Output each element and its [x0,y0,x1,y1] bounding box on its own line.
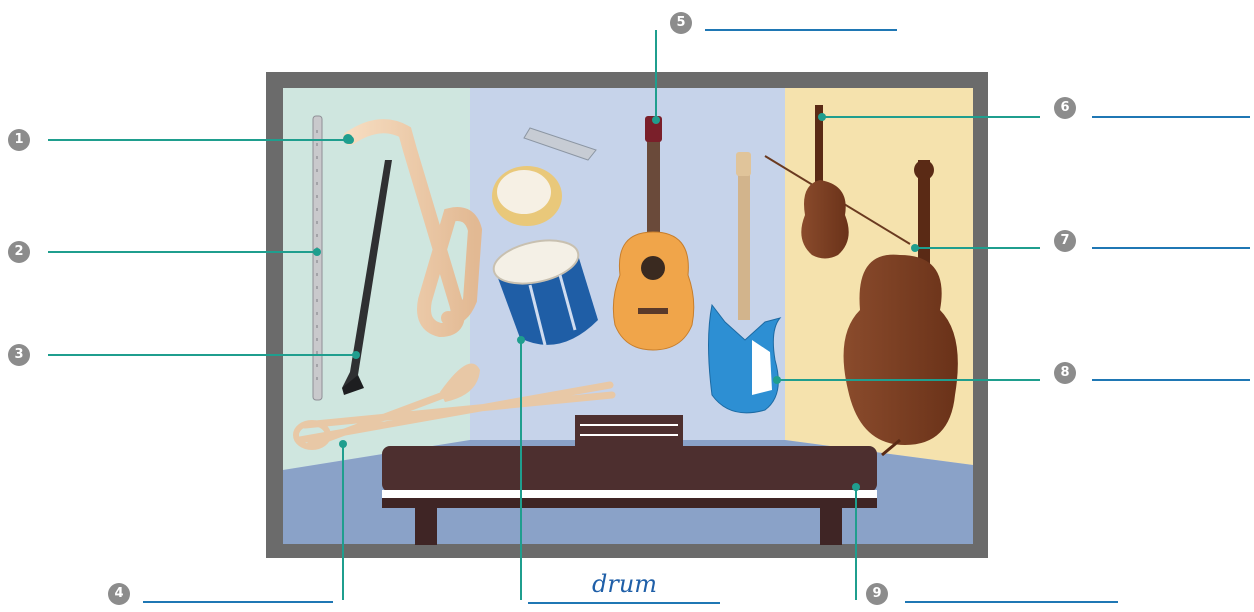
label-number-8: 8 [1054,362,1076,384]
answer-field-drum[interactable]: drum [592,570,657,598]
label-number-7: 7 [1054,230,1076,252]
label-number-2: 2 [8,241,30,263]
label-number-1: 1 [8,129,30,151]
tambourine-icon [492,166,562,226]
flute-icon [313,116,322,400]
label-number-9: 9 [866,583,888,605]
label-number-6: 6 [1054,97,1076,119]
label-number-3: 3 [8,344,30,366]
label-number-5: 5 [670,12,692,34]
label-number-4: 4 [108,583,130,605]
